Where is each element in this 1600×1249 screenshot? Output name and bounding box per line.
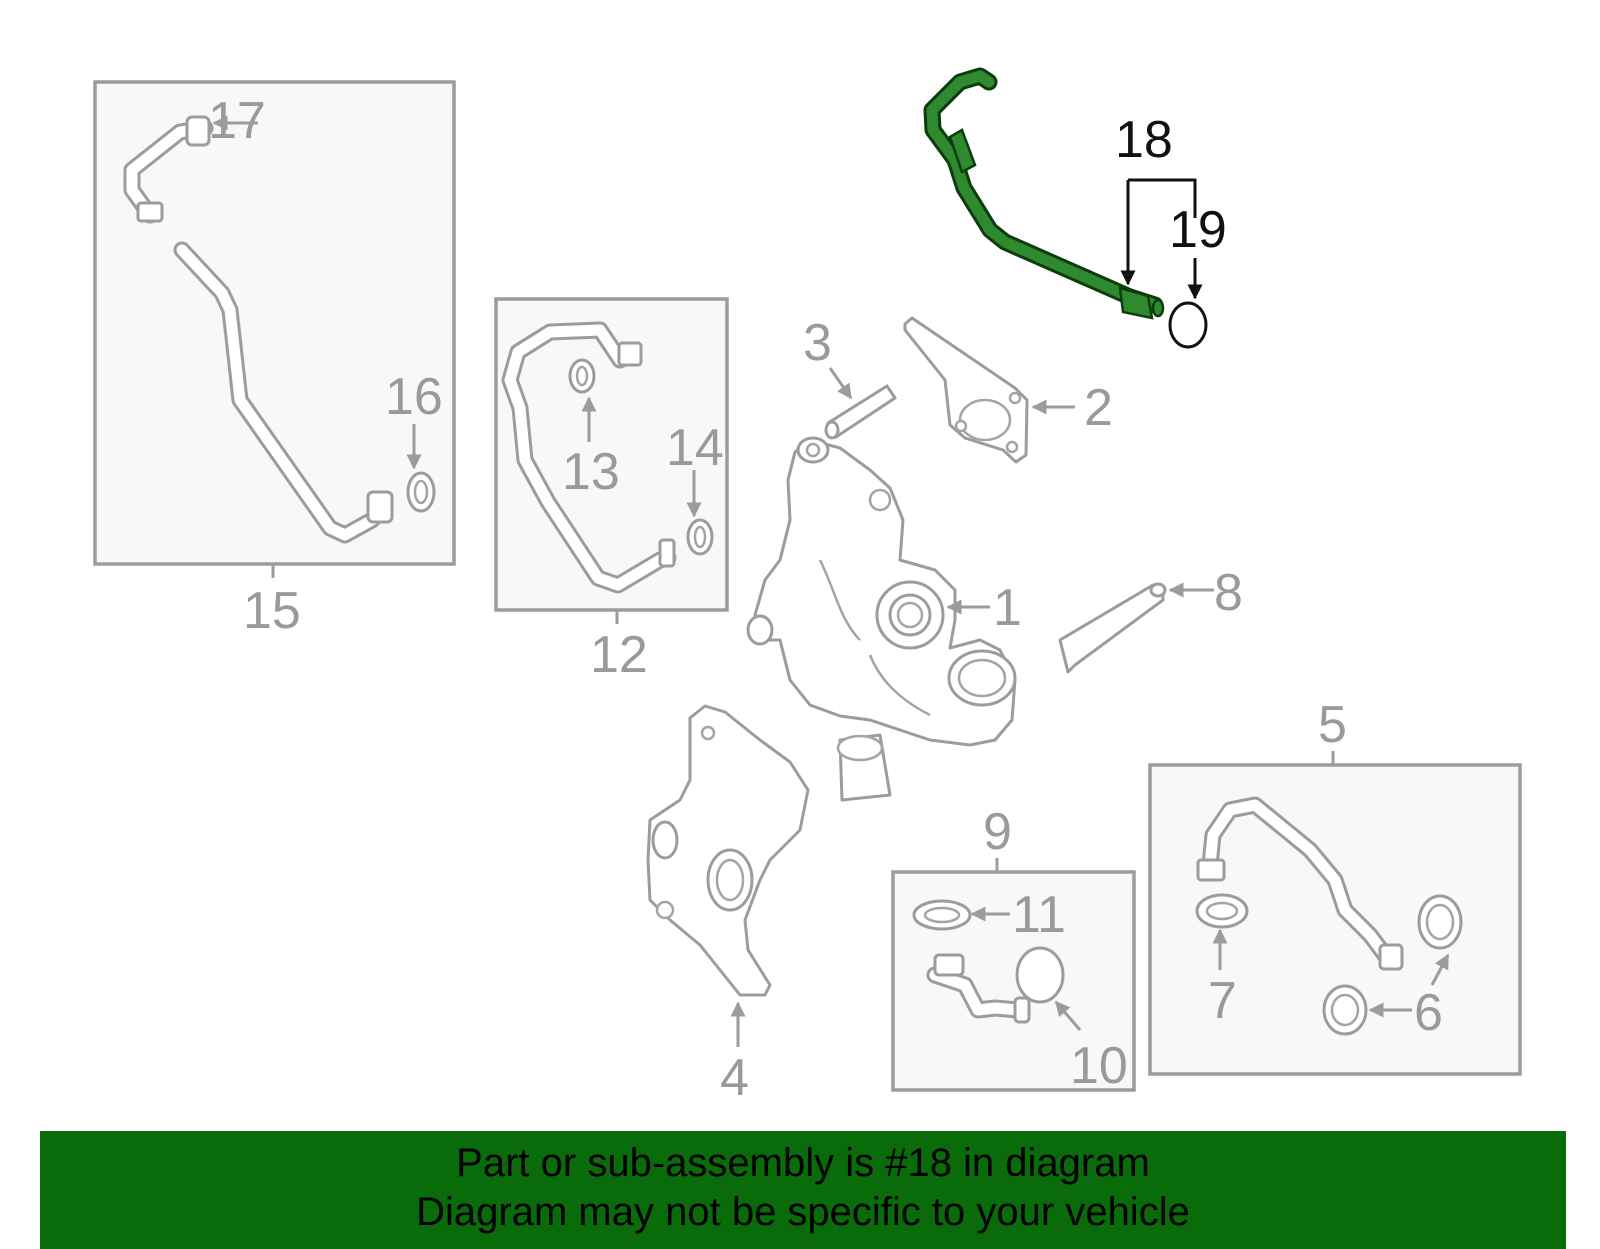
callout-4: 4 — [720, 1049, 749, 1107]
part-15-oil-line[interactable] — [173, 241, 394, 544]
part-2-gasket-plate[interactable] — [903, 316, 1029, 464]
part-16-gasket[interactable] — [406, 471, 436, 513]
callout-1: 1 — [993, 579, 1022, 637]
banner-line-part: Part or sub-assembly is #18 in diagram — [456, 1141, 1150, 1185]
part-12-oil-return-tube[interactable] — [501, 321, 677, 594]
callout-9: 9 — [983, 803, 1012, 861]
leader-bracket-18-19 — [1128, 178, 1197, 218]
part-14-gasket[interactable] — [686, 518, 714, 556]
part-19-o-ring[interactable] — [1168, 301, 1208, 349]
part-5-oil-tube[interactable] — [1196, 796, 1404, 971]
callout-16: 16 — [385, 368, 443, 426]
callout-13: 13 — [562, 443, 620, 501]
part-6-gasket-a[interactable] — [1417, 894, 1463, 950]
callout-14: 14 — [666, 419, 724, 477]
part-10-gasket[interactable] — [1015, 946, 1065, 1004]
leader-6a — [1430, 953, 1450, 986]
callout-15: 15 — [243, 582, 301, 640]
part-1-turbocharger[interactable] — [746, 436, 1017, 802]
leader-10 — [1054, 1000, 1082, 1031]
part-6-gasket-b[interactable] — [1322, 984, 1368, 1036]
callout-17: 17 — [208, 92, 266, 150]
callout-12: 12 — [590, 626, 648, 684]
callout-6: 6 — [1414, 984, 1443, 1042]
callout-18: 18 — [1115, 111, 1173, 169]
leader-3 — [828, 367, 853, 400]
callout-8: 8 — [1214, 564, 1243, 622]
callout-11: 11 — [1012, 886, 1066, 944]
part-3-stud[interactable] — [824, 384, 897, 440]
part-13-gasket[interactable] — [568, 358, 596, 394]
assembly-box-5[interactable] — [1148, 763, 1522, 1076]
banner-line-disclaimer: Diagram may not be specific to your vehi… — [416, 1190, 1190, 1234]
part-17-fitting-tube[interactable] — [123, 115, 214, 224]
callout-5: 5 — [1318, 696, 1347, 754]
part-4-heat-shield[interactable] — [646, 704, 810, 997]
callout-19: 19 — [1169, 201, 1227, 259]
part-11-gasket[interactable] — [912, 899, 972, 931]
part-9-fitting[interactable] — [926, 953, 1031, 1024]
part-8-bracket[interactable] — [1058, 582, 1167, 674]
part-7-gasket[interactable] — [1195, 893, 1249, 929]
part-18-coolant-pipe[interactable] — [923, 67, 1165, 320]
callout-10: 10 — [1070, 1037, 1128, 1095]
assembly-box-12[interactable] — [494, 297, 729, 612]
assembly-box-15[interactable] — [93, 80, 456, 566]
info-banner: Part or sub-assembly is #18 in diagram D… — [40, 1131, 1566, 1249]
callout-3: 3 — [803, 314, 832, 372]
assembly-box-9[interactable] — [891, 870, 1136, 1092]
callout-2: 2 — [1084, 379, 1113, 437]
callout-7: 7 — [1208, 972, 1237, 1030]
